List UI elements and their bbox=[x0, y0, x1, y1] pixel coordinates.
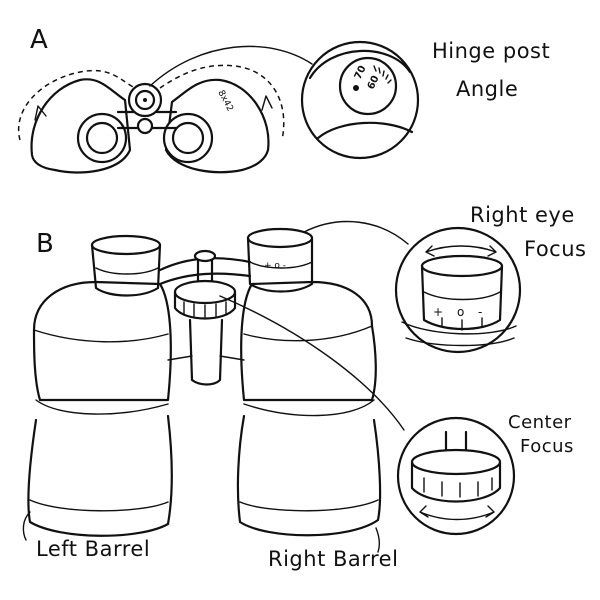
right-housing-edge bbox=[243, 325, 373, 342]
rotation-arrow-left bbox=[34, 105, 47, 121]
left-eyepiece-lens bbox=[85, 121, 119, 155]
right-barrel-pointer bbox=[375, 527, 381, 553]
angle-mark-60: 60 bbox=[366, 74, 382, 91]
center-focus-zoom-grips bbox=[423, 477, 493, 498]
left-housing-edge bbox=[33, 329, 169, 343]
hinge-struts bbox=[167, 355, 245, 361]
diopter-minus: - bbox=[478, 305, 483, 319]
right-eye-callout-line bbox=[303, 220, 409, 245]
center-focus-rotate-arrow bbox=[419, 505, 495, 521]
hinge-zoom-arc-lower bbox=[316, 121, 414, 140]
angle-scale-ticks bbox=[373, 65, 392, 84]
center-focus-zoom-circle bbox=[396, 416, 516, 536]
hinge-zoom-arc-outer bbox=[308, 49, 412, 80]
right-prism-body bbox=[164, 78, 270, 174]
panel-b-letter: B bbox=[36, 229, 54, 259]
right-eyecup-rim bbox=[246, 227, 314, 249]
hinge-lower-knob bbox=[136, 117, 154, 135]
hinge-zoom-knob bbox=[338, 56, 398, 116]
center-post-cap bbox=[193, 249, 217, 263]
right-eye-focus-label: Focus bbox=[524, 237, 586, 261]
panel-a: A 8x42 70 60 Hinge post Angle bbox=[17, 25, 550, 174]
right-eye-zoom-body bbox=[401, 321, 517, 347]
left-eyecup-band bbox=[95, 267, 159, 275]
right-eyecup-band bbox=[249, 261, 313, 269]
hinge-zoom-pivot bbox=[353, 85, 359, 91]
right-eye-diopter-scale: + o - bbox=[264, 261, 286, 271]
right-eye-rotate-arrow bbox=[425, 245, 497, 257]
hinge-rotation-outline bbox=[17, 64, 285, 141]
left-prism-housing bbox=[32, 280, 172, 402]
center-focus-wheel-grips bbox=[183, 301, 227, 318]
right-eyepiece-lens bbox=[171, 121, 205, 155]
left-barrel bbox=[27, 414, 173, 537]
right-barrel-label: Right Barrel bbox=[268, 547, 398, 571]
angle-mark-70: 70 bbox=[353, 64, 369, 81]
left-prism-body bbox=[30, 78, 132, 174]
center-post bbox=[196, 256, 214, 286]
right-prism-housing bbox=[240, 280, 377, 402]
right-eyepiece-outer bbox=[162, 112, 214, 164]
right-eye-zoom-eyecup bbox=[420, 264, 504, 331]
left-barrel-band bbox=[29, 499, 169, 512]
right-eye-zoom-ticks bbox=[441, 317, 483, 331]
right-eye-zoom-band bbox=[423, 291, 501, 301]
hinge-callout-line bbox=[149, 45, 313, 87]
hinge-tube bbox=[188, 318, 224, 386]
center-focus-label: Focus bbox=[520, 436, 574, 457]
center-focus-zoom-wheel-side bbox=[410, 460, 502, 503]
left-eyepiece-outer bbox=[76, 112, 128, 164]
right-eye-zoom-eyecup-rim bbox=[420, 254, 504, 278]
hinge-post-label: Hinge post bbox=[432, 39, 550, 63]
center-label: Center bbox=[508, 412, 572, 433]
left-eyecup-rim bbox=[90, 234, 162, 256]
left-barrel-label: Left Barrel bbox=[36, 537, 150, 561]
left-housing-bottom bbox=[35, 399, 169, 415]
hinge-zoom-circle bbox=[300, 40, 420, 160]
left-barrel-pointer bbox=[22, 511, 31, 541]
hinge-pivot-dot bbox=[143, 98, 147, 102]
left-eyecup bbox=[90, 243, 162, 297]
right-eye-label: Right eye bbox=[470, 203, 575, 227]
center-focus-wheel-top bbox=[173, 279, 237, 305]
magnification-label: 8x42 bbox=[215, 89, 234, 114]
center-focus-callout-line bbox=[219, 295, 405, 431]
hinge-post-inner bbox=[134, 89, 156, 111]
angle-label: Angle bbox=[456, 77, 518, 101]
right-housing-bottom bbox=[243, 399, 375, 417]
panel-a-letter: A bbox=[30, 25, 48, 55]
center-focus-wheel-side bbox=[173, 290, 237, 320]
panel-b: B + o - bbox=[22, 203, 586, 571]
diopter-plus: + bbox=[433, 305, 444, 319]
right-barrel-band bbox=[239, 499, 379, 512]
right-barrel bbox=[236, 414, 382, 537]
diopter-zero: o bbox=[457, 305, 465, 319]
right-eye-zoom-circle bbox=[394, 226, 522, 354]
rotation-arrow-right bbox=[261, 95, 273, 111]
center-focus-zoom-wheel-top bbox=[410, 448, 502, 476]
